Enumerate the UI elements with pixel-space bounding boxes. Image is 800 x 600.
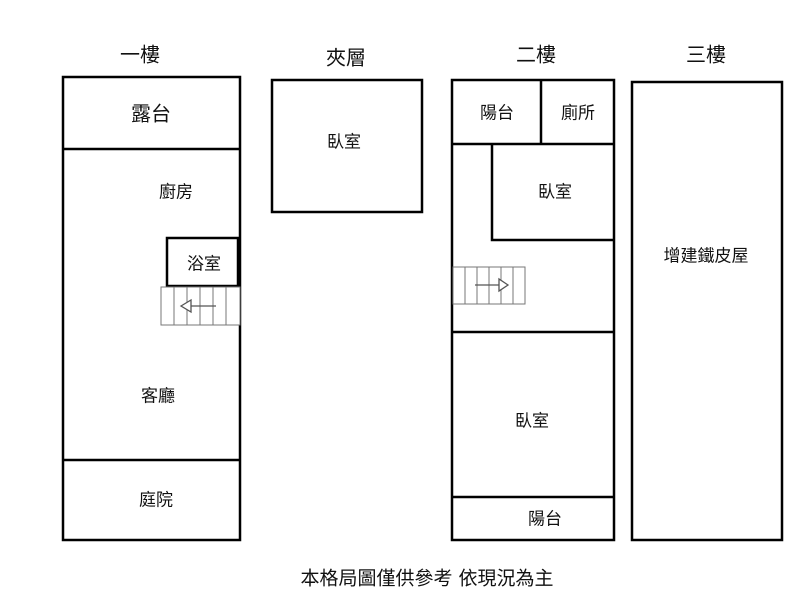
room-terrace: 露台: [131, 101, 171, 126]
mezzanine-outline: [270, 78, 424, 214]
room-bedroom-2b: 臥室: [515, 411, 549, 432]
floor3-title: 三樓: [686, 42, 726, 67]
room-mezzanine-bedroom: 臥室: [327, 132, 361, 153]
floor3-outline: [630, 80, 784, 542]
floor1-bathroom-walls: [165, 236, 240, 288]
disclaimer-footer: 本格局圖僅供參考 依現況為主: [300, 567, 554, 590]
room-balcony-bottom: 陽台: [528, 509, 562, 530]
mezzanine-title: 夾層: [326, 45, 366, 70]
room-bedroom-2a: 臥室: [538, 182, 572, 203]
floor1-stair-arrow-icon: [179, 298, 216, 314]
floor1-title: 一樓: [120, 42, 160, 67]
floor2-bedroom-walls: [490, 144, 614, 242]
room-kitchen: 廚房: [159, 182, 193, 203]
room-living: 客廳: [141, 386, 175, 407]
floor2-title: 二樓: [516, 42, 556, 67]
room-toilet: 廁所: [561, 103, 595, 124]
room-bathroom: 浴室: [187, 254, 221, 275]
floor2-outline: [450, 78, 616, 542]
room-steel-addition: 增建鐵皮屋: [663, 246, 749, 267]
room-balcony-top: 陽台: [480, 103, 514, 124]
floor2-stair-arrow-icon: [475, 277, 510, 293]
room-yard: 庭院: [139, 490, 173, 511]
